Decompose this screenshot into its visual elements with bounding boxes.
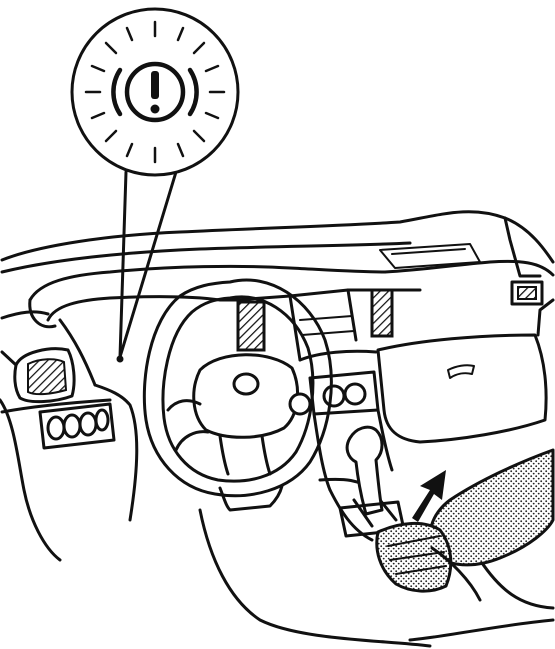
flash-rays (84, 20, 226, 164)
callout-leader-right (118, 170, 178, 359)
steering-hub (192, 353, 299, 439)
steering-wheel (142, 278, 333, 512)
parking-brake-area (375, 448, 555, 602)
left-air-vent (13, 347, 76, 404)
left-switch-panel (38, 402, 116, 450)
dashboard (0, 210, 555, 648)
callout-leader-left (118, 170, 128, 359)
glove-box (376, 333, 548, 444)
pull-direction-arrow-icon (412, 470, 446, 522)
horn-emblem (232, 372, 260, 396)
center-air-vent-right (370, 288, 394, 338)
brake-warning-icon (111, 61, 199, 123)
warning-lamp-location-dot (116, 355, 124, 363)
glove-box-handle[interactable] (447, 364, 475, 379)
warning-lamp-callout (70, 7, 240, 363)
wheel-control-button (288, 392, 312, 416)
center-air-vent-left (236, 300, 266, 352)
